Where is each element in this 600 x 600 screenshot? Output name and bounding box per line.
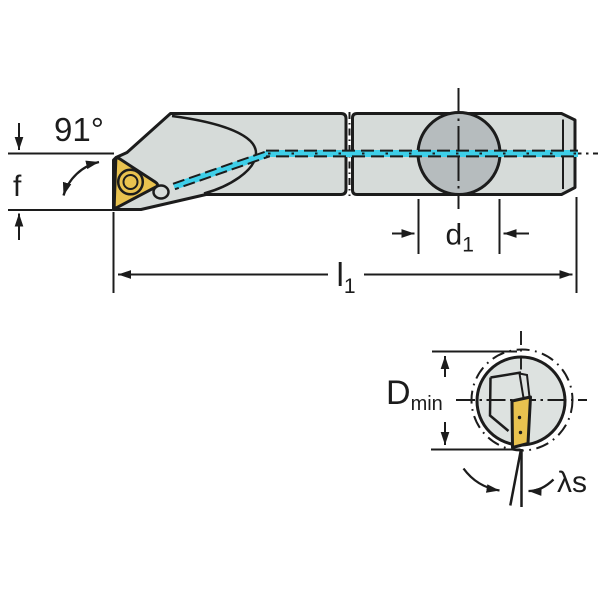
insert-hole-outer	[116, 168, 145, 196]
coolant-hidden-edge	[174, 155, 270, 191]
coolant-channel	[172, 149, 578, 191]
insert-end-view	[510, 395, 532, 449]
head-transition-curve	[171, 114, 258, 195]
dimension-dmin: Dmin	[386, 350, 521, 451]
lambda-label: λs	[557, 466, 587, 499]
dimension-d1: d1	[392, 199, 529, 257]
insert-dot	[518, 430, 523, 435]
angle-label: 91°	[54, 111, 104, 148]
entering-angle: 91°	[54, 111, 104, 196]
end-view: Dmin λs	[386, 331, 587, 507]
insert-dot	[517, 415, 522, 420]
lambda-arc-left	[462, 467, 500, 493]
lambda-arc-right	[528, 478, 555, 496]
d1-label: d1	[446, 219, 474, 257]
l1-label: l1	[337, 256, 356, 298]
lambda-s-angle: λs	[462, 449, 587, 507]
pocket-left-edge	[488, 377, 510, 432]
dimension-l1: l1	[112, 197, 578, 298]
f-label: f	[13, 170, 22, 203]
seat-detail-circle	[152, 184, 170, 200]
dimension-f: f	[8, 123, 114, 240]
lambda-inclined-line	[509, 450, 522, 506]
angle-arc	[62, 160, 100, 196]
drawing-root: f 91° d1 l1	[8, 88, 598, 507]
pocket-top-edge	[490, 371, 522, 379]
tool-head-body	[112, 112, 348, 211]
dmin-label: Dmin	[386, 374, 443, 415]
side-view: f 91° d1 l1	[8, 88, 598, 298]
coolant-diagonal	[172, 150, 270, 190]
insert-hole-inner	[122, 174, 139, 190]
